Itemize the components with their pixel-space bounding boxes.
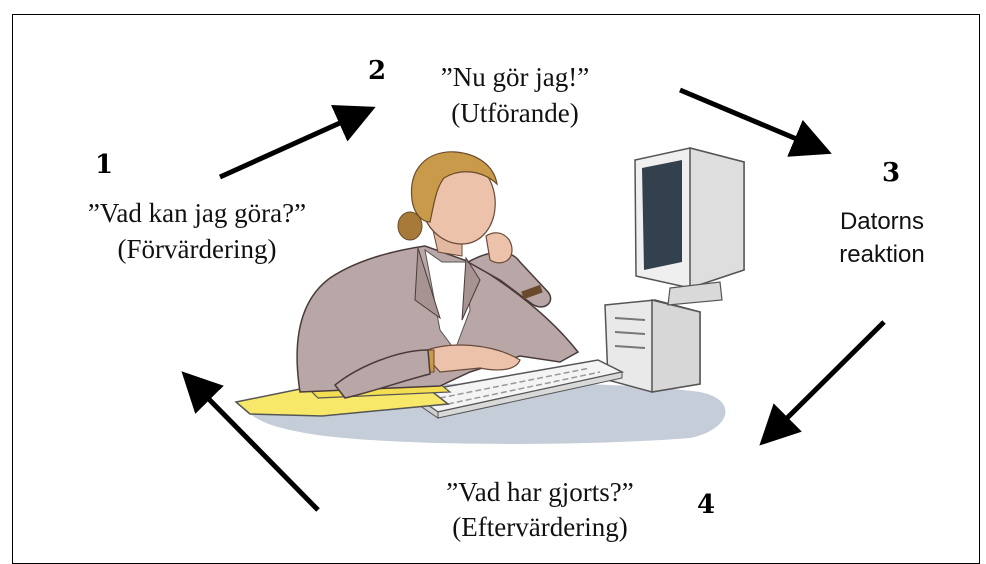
step-1-phase: (Förvärdering) bbox=[117, 234, 277, 264]
step-3-line2: reaktion bbox=[839, 241, 925, 268]
step-1-question: ”Vad kan jag göra?” bbox=[87, 198, 307, 228]
woman-at-desk bbox=[296, 151, 580, 399]
step-3-line1: Datorns bbox=[839, 208, 925, 235]
step-2-question: ”Nu gör jag!” bbox=[440, 62, 590, 92]
arrow-4-to-1 bbox=[181, 371, 320, 512]
step-2-number: 2 bbox=[368, 56, 387, 86]
step-3-number: 3 bbox=[882, 158, 901, 188]
step-4-number: 4 bbox=[697, 490, 716, 520]
computer-monitor bbox=[634, 147, 745, 306]
step-4-phase: (Eftervärdering) bbox=[452, 512, 628, 542]
arrow-3-to-4 bbox=[759, 320, 886, 446]
step-4-question: ”Vad har gjorts?” bbox=[446, 477, 634, 507]
arrow-2-to-3 bbox=[679, 87, 832, 157]
step-1-number: 1 bbox=[95, 150, 114, 180]
arrow-1-to-2 bbox=[218, 105, 376, 180]
step-2-phase: (Utförande) bbox=[451, 98, 579, 128]
